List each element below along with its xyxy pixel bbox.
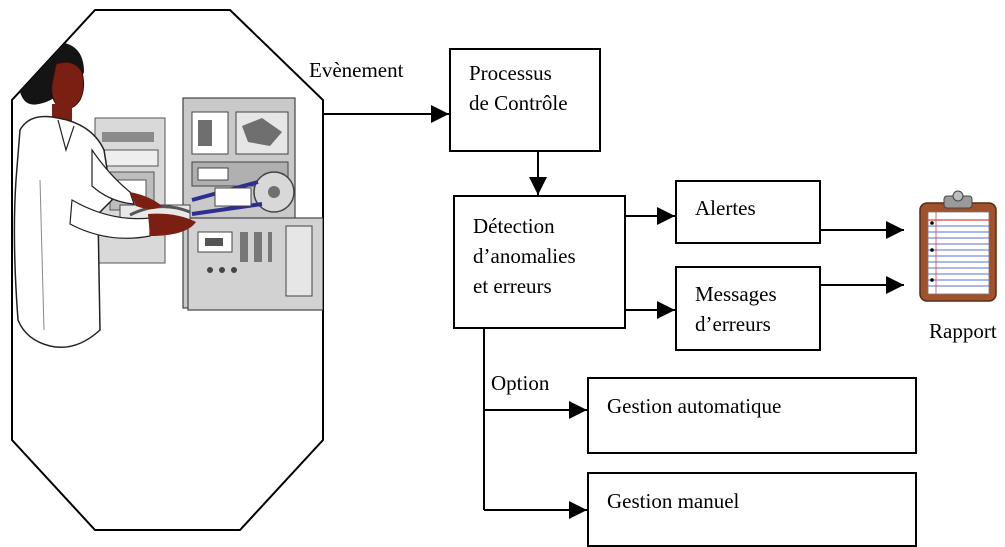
detection-box-line-2: d’anomalies	[473, 244, 576, 268]
messages-box-line-1: Messages	[695, 282, 777, 306]
detection-box-line-3: et erreurs	[473, 274, 552, 298]
control-process-box: Processus de Contrôle	[449, 48, 601, 152]
alerts-box-label: Alertes	[695, 196, 756, 220]
clipboard-icon	[919, 190, 997, 302]
detection-box-line-1: Détection	[473, 214, 555, 238]
error-messages-box: Messages d’erreurs	[675, 266, 821, 351]
detection-box: Détection d’anomalies et erreurs	[453, 195, 626, 329]
connectors	[323, 105, 904, 519]
control-box-line-1: Processus	[469, 61, 552, 85]
gestion-automatique-box: Gestion automatique	[587, 377, 917, 454]
event-label: Evènement	[309, 58, 404, 82]
gestion-manuel-box: Gestion manuel	[587, 472, 917, 547]
messages-box-line-2: d’erreurs	[695, 312, 771, 336]
gestion-automatique-label: Gestion automatique	[607, 394, 782, 418]
control-box-line-2: de Contrôle	[469, 91, 568, 115]
alerts-box: Alertes	[675, 180, 821, 244]
operator-machine-icon	[13, 42, 323, 348]
option-label: Option	[491, 371, 550, 395]
gestion-manuel-label: Gestion manuel	[607, 489, 740, 513]
report-label: Rapport	[929, 319, 997, 343]
operator-illustration	[11, 9, 324, 531]
